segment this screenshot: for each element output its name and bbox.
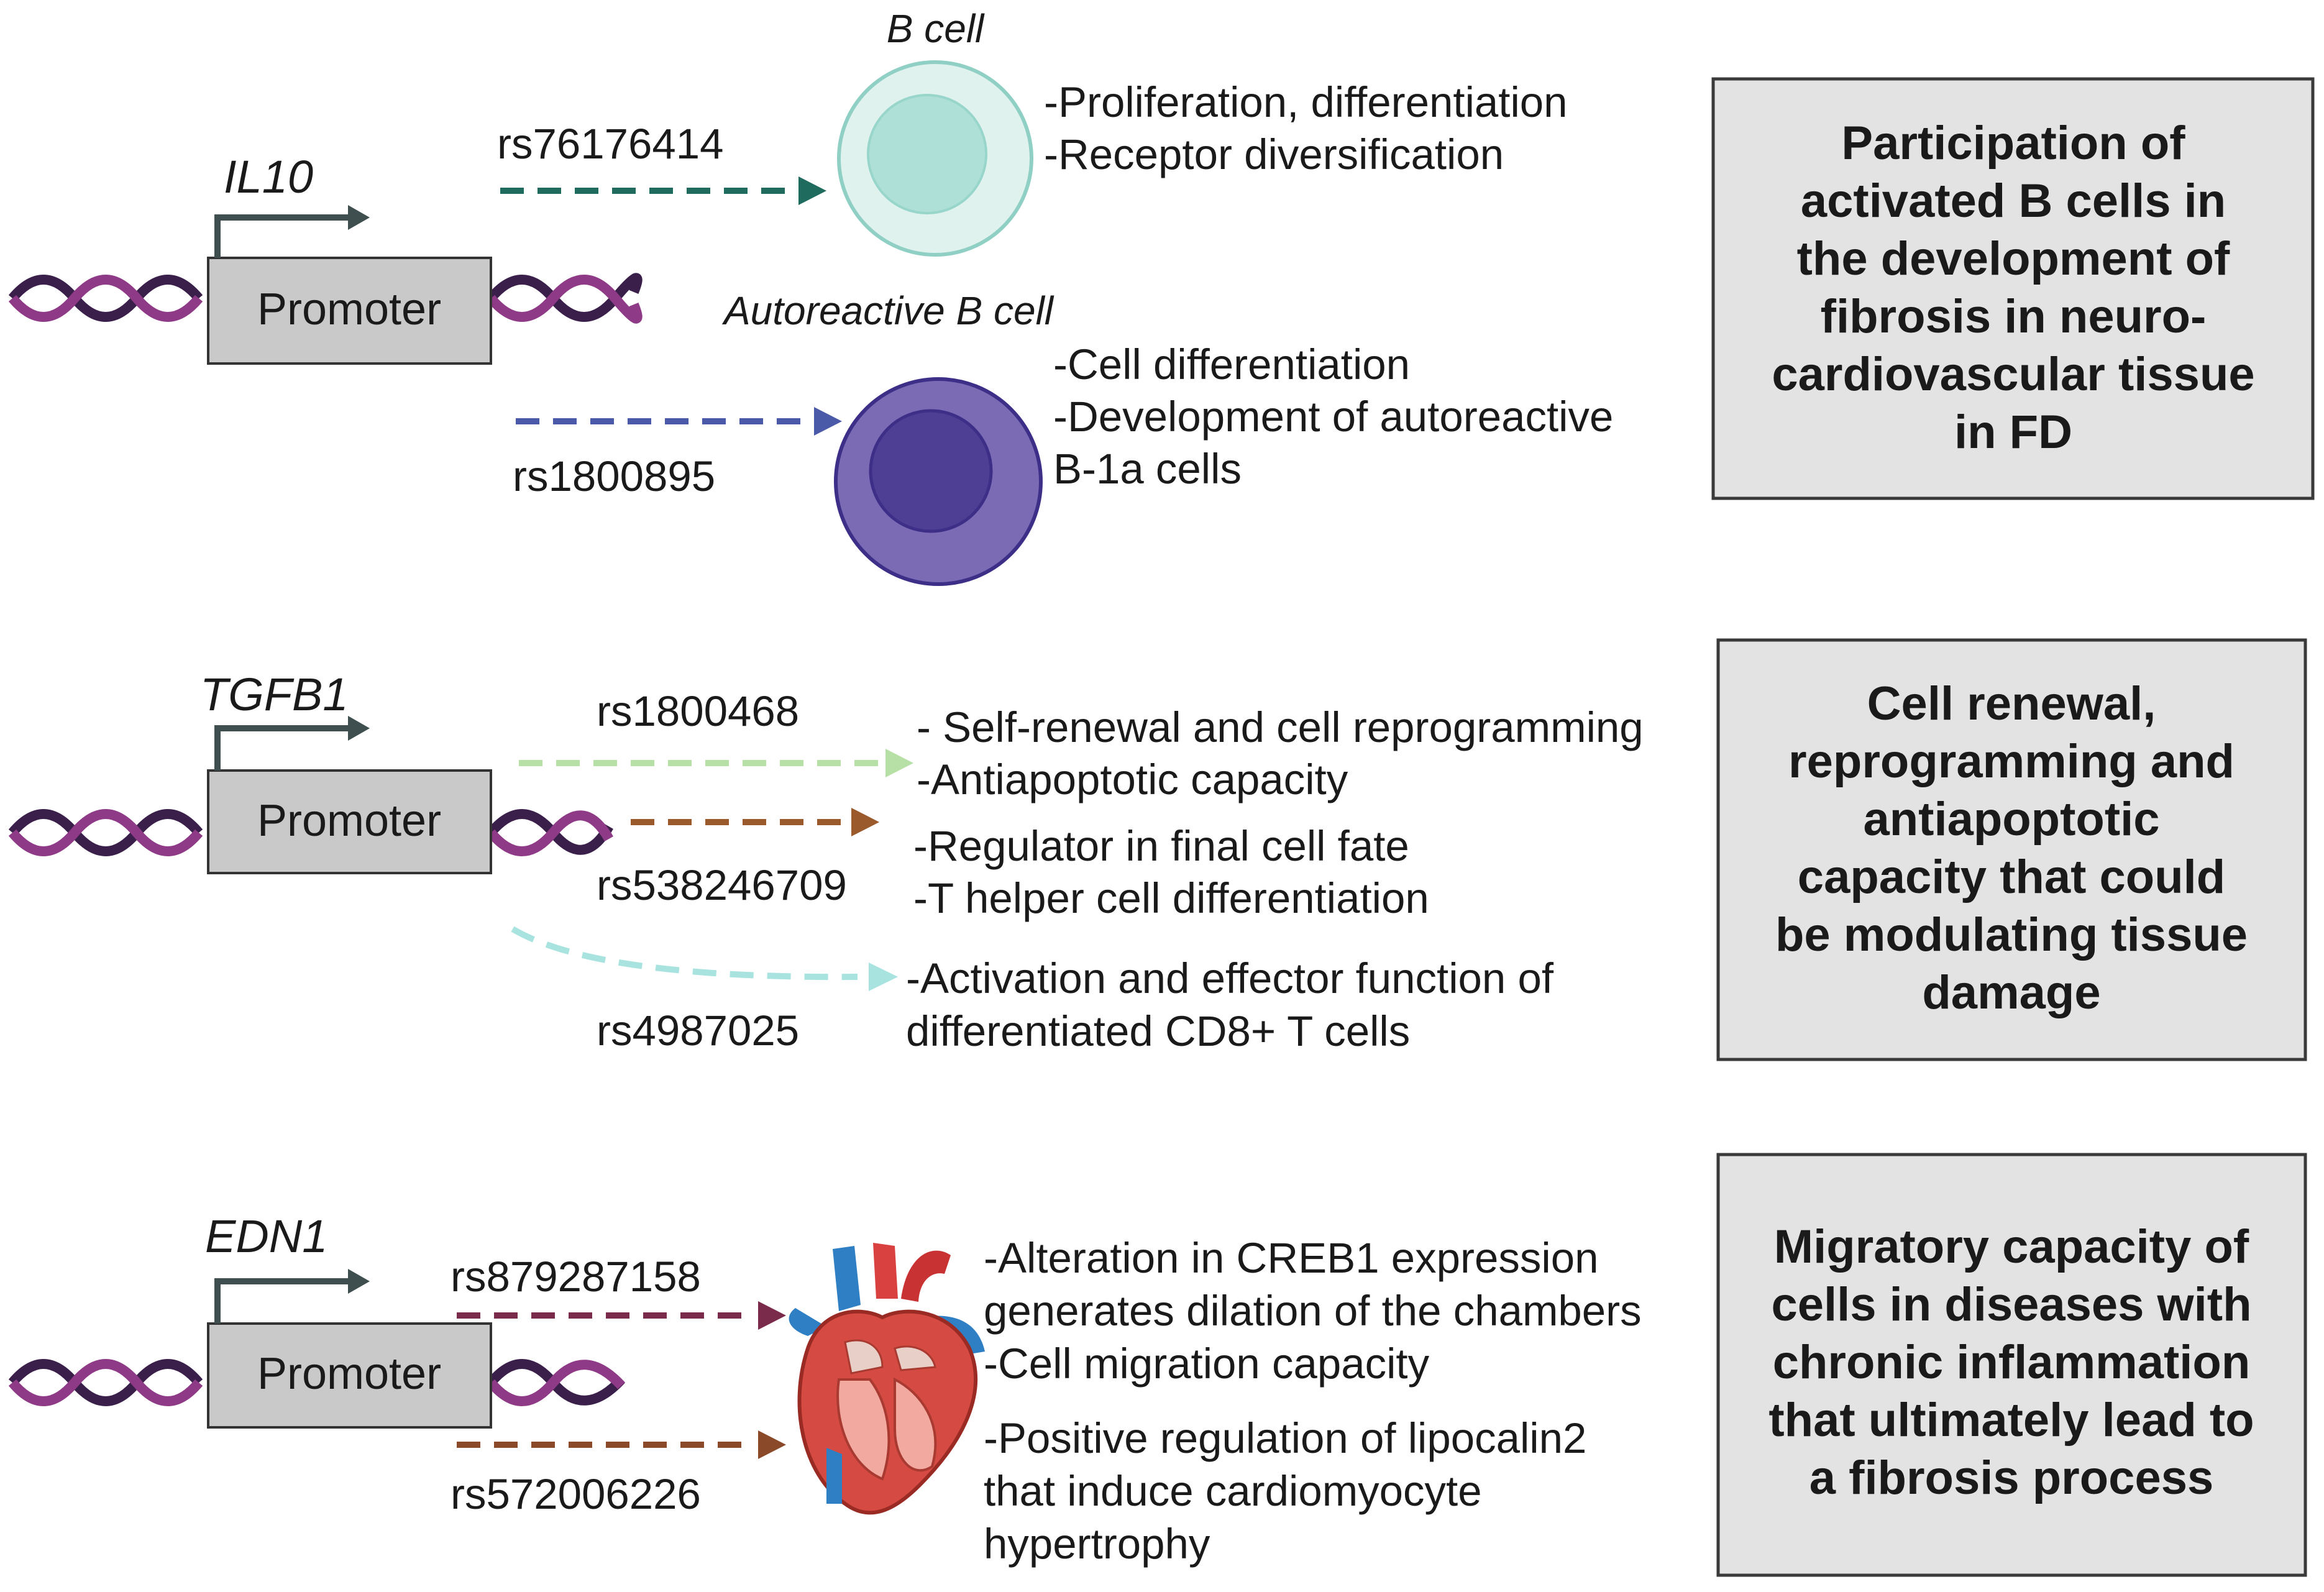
summary-line: activated B cells in	[1801, 175, 2226, 227]
cell-title-bcell: B cell	[887, 6, 985, 51]
promoter-label-edn1: Promoter	[257, 1349, 441, 1399]
variant-label: rs1800895	[513, 452, 715, 500]
function-text: -T helper cell differentiation	[913, 874, 1429, 922]
summary-line: a fibrosis process	[1809, 1452, 2214, 1504]
variant-arrowhead	[758, 1430, 786, 1459]
dna-helix-il10	[8, 273, 643, 324]
summary-line: capacity that could	[1798, 851, 2225, 904]
heart-icon	[789, 1243, 985, 1515]
function-text: -Cell differentiation	[1053, 341, 1410, 388]
variant-arrowhead	[798, 176, 826, 205]
variant-label: rs76176414	[497, 120, 723, 168]
function-text: -Cell migration capacity	[984, 1340, 1430, 1388]
summary-text-tgfb1: Cell renewal, reprogramming and antiapop…	[1775, 677, 2248, 1019]
variant-label: rs572006226	[451, 1470, 701, 1518]
function-text: - Self-renewal and cell reprogramming	[917, 703, 1644, 751]
cell-title-autoreactive: Autoreactive B cell	[721, 288, 1054, 333]
variant-label: rs4987025	[597, 1007, 799, 1054]
variant-arrowhead	[758, 1301, 786, 1330]
function-text: hypertrophy	[984, 1520, 1210, 1568]
gene-label-tgfb1: TGFB1	[200, 669, 348, 720]
summary-line: cells in diseases with	[1771, 1278, 2251, 1331]
tss-arrow-tgfb1	[214, 716, 370, 771]
summary-line: the development of	[1797, 232, 2230, 285]
promoter-label-tgfb1: Promoter	[257, 796, 441, 846]
function-text: -Development of autoreactive	[1053, 393, 1613, 441]
variant-arrowhead	[851, 808, 879, 836]
promoter-box-tgfb1	[207, 769, 492, 874]
summary-line: in FD	[1954, 406, 2072, 459]
summary-line: antiapoptotic	[1863, 793, 2159, 846]
function-text: -Antiapoptotic capacity	[917, 756, 1348, 803]
panel-tgfb1: Promoter TGFB1 rs1800468 - Self-renewal …	[8, 638, 2307, 1061]
promoter-label-il10: Promoter	[257, 285, 441, 334]
promoter-box-il10	[207, 257, 492, 365]
summary-box-il10	[1711, 77, 2315, 500]
dna-helix-tgfb1	[8, 809, 613, 856]
gene-label-edn1: EDN1	[205, 1210, 327, 1262]
variant-label: rs879287158	[451, 1253, 701, 1301]
function-text: -Alteration in CREB1 expression	[984, 1234, 1598, 1282]
variant-arrowhead	[885, 749, 913, 777]
tss-arrow-il10	[214, 205, 370, 258]
variant-label: rs538246709	[597, 861, 847, 909]
function-text: generates dilation of the chambers	[984, 1287, 1642, 1335]
tss-arrow-edn1	[214, 1269, 370, 1324]
summary-text-il10: Participation of activated B cells in th…	[1772, 117, 2254, 459]
summary-line: Cell renewal,	[1867, 677, 2156, 730]
summary-line: Participation of	[1841, 117, 2185, 170]
function-text: that induce cardiomyocyte	[984, 1467, 1482, 1515]
summary-line: fibrosis in neuro-	[1821, 290, 2207, 343]
variant-arrow	[511, 926, 858, 981]
function-text: B-1a cells	[1053, 445, 1242, 493]
summary-line: chronic inflammation	[1773, 1336, 2251, 1389]
summary-line: cardiovascular tissue	[1772, 348, 2254, 401]
summary-box-edn1	[1716, 1153, 2307, 1577]
variant-arrowhead	[869, 963, 898, 991]
summary-text-edn1: Migratory capacity of cells in diseases …	[1768, 1220, 2254, 1504]
summary-line: reprogramming and	[1788, 735, 2235, 788]
function-text: -Activation and effector function of	[906, 954, 1554, 1002]
dna-helix-edn1	[8, 1359, 625, 1406]
function-text: -Regulator in final cell fate	[913, 822, 1409, 870]
summary-line: that ultimately lead to	[1768, 1394, 2254, 1447]
summary-line: damage	[1922, 966, 2100, 1019]
variant-label: rs1800468	[597, 687, 799, 735]
gene-label-il10: IL10	[224, 151, 313, 203]
summary-line: be modulating tissue	[1775, 908, 2248, 961]
b-cell-icon	[837, 60, 1033, 257]
function-text: -Proliferation, differentiation	[1044, 78, 1568, 126]
summary-box-tgfb1	[1716, 638, 2307, 1061]
autoreactive-b-cell-icon	[834, 377, 1043, 586]
summary-line: Migratory capacity of	[1774, 1220, 2249, 1273]
panel-edn1: Promoter EDN1 rs879287158 rs572006226	[8, 1153, 2307, 1577]
function-text: -Positive regulation of lipocalin2	[984, 1414, 1586, 1462]
variant-arrowhead	[814, 407, 842, 436]
function-text: differentiated CD8+ T cells	[906, 1007, 1410, 1055]
panel-il10: Promoter IL10 rs76176414 B cell -Prolife…	[8, 6, 2315, 586]
function-text: -Receptor diversification	[1044, 130, 1504, 178]
promoter-box-edn1	[207, 1322, 492, 1429]
